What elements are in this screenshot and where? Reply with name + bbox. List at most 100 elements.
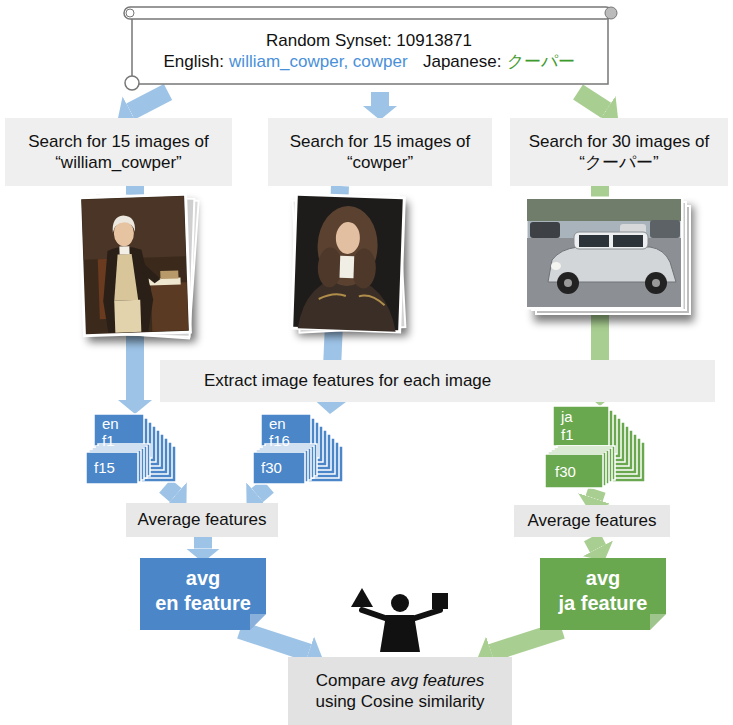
feature-label: f16 — [269, 432, 290, 449]
avg-feature-card-text: avg — [586, 567, 620, 589]
flow-arrow — [130, 92, 168, 112]
balance-person-icon-part — [362, 610, 440, 619]
compare-box-text: using Cosine similarity — [315, 692, 484, 711]
feature-label: en — [102, 415, 119, 432]
portrait-photo-part — [292, 194, 405, 332]
avg-feature-card: avg en feature — [140, 558, 266, 630]
step-label: Average features — [126, 503, 278, 537]
compare-box: Compare avg features using Cosine similari… — [288, 657, 512, 725]
balance-person-icon-part — [432, 593, 448, 609]
flow-arrow — [165, 486, 176, 495]
search-box-text: Search for 15 images of “cowper” — [290, 132, 470, 172]
feature-card — [86, 452, 138, 484]
synset-scroll-text: English: — [164, 52, 224, 71]
synset-scroll-text: william_cowper, cowper — [229, 52, 408, 71]
step-bar: Extract image features for each image — [160, 360, 715, 402]
car-photo — [526, 198, 694, 322]
car-photo-part — [652, 279, 660, 287]
portrait-photo-part — [160, 270, 178, 279]
portrait-photo-part — [335, 222, 360, 255]
feature-label: en — [269, 415, 286, 432]
feature-label: f1 — [102, 432, 115, 449]
scroll-roll — [124, 7, 612, 19]
feature-card-body — [540, 558, 666, 630]
portrait-photo-part — [339, 256, 354, 278]
balance-person-icon-part — [351, 588, 373, 607]
flow-arrow — [491, 630, 562, 653]
balance-person-icon — [351, 588, 448, 652]
compare-box-text: Compare — [316, 671, 386, 690]
car-photo-part — [527, 199, 681, 221]
feature-label: f1 — [561, 426, 574, 443]
car-photo-part — [564, 279, 572, 287]
portrait-photo-part — [351, 248, 376, 289]
portrait-photo-part — [119, 246, 129, 254]
car-photo-part — [650, 220, 680, 238]
portrait-photo-part — [319, 294, 385, 306]
compare-box-text: avg features — [391, 671, 485, 690]
portrait-photo-part — [138, 261, 161, 284]
portrait-photo-part — [80, 194, 191, 336]
scroll-curl — [125, 76, 139, 90]
step-label-text: Average features — [137, 510, 266, 529]
portrait-photo-part — [292, 194, 405, 332]
scroll-body — [132, 14, 608, 84]
feature-stack: jaf1 f30 — [545, 406, 653, 490]
step-bar-text: Extract image features for each image — [204, 371, 491, 390]
flow-arrow — [240, 630, 309, 653]
car-photo-part — [557, 272, 579, 294]
feature-card-fold — [250, 614, 266, 630]
search-box: Search for 30 images of “クーパー” — [510, 118, 728, 186]
step-label-text: Average features — [527, 511, 656, 530]
feature-card-fold — [650, 614, 666, 630]
search-box-text: Search for 30 images of “クーパー” — [529, 132, 709, 172]
synset-scroll-text: Random Synset: 10913871 — [266, 31, 472, 50]
scroll-roll-end — [605, 7, 617, 19]
flow-arrow — [578, 92, 606, 110]
portrait-photo-part — [112, 215, 135, 233]
portrait-photo-part — [80, 194, 191, 336]
synset-scroll-text: クーパー — [507, 52, 575, 71]
portrait-photo — [80, 194, 199, 342]
avg-feature-card-text: en feature — [155, 592, 251, 614]
feature-label: f30 — [261, 459, 282, 476]
avg-feature-card: avg ja feature — [540, 558, 666, 630]
scroll-roll-end — [126, 9, 134, 17]
flow-arrow — [592, 537, 598, 548]
car-photo-part — [530, 222, 560, 238]
search-box-text: Search for 15 images of “william_cowper” — [28, 132, 208, 172]
avg-feature-card-text: ja feature — [559, 592, 648, 614]
synset-scroll-text: Japanese: — [423, 52, 501, 71]
car-photo-part — [645, 272, 667, 294]
flow-arrow — [371, 92, 389, 106]
search-box: Search for 15 images of “william_cowper” — [5, 118, 232, 186]
step-label: Average features — [514, 505, 670, 537]
portrait-photo-part — [151, 282, 189, 331]
car-photo-part — [526, 198, 682, 308]
flow-arrow — [257, 486, 268, 495]
avg-feature-card-text: avg — [186, 567, 220, 589]
feature-label: f15 — [94, 459, 115, 476]
feature-card — [553, 406, 609, 446]
feature-label: ja — [561, 408, 573, 425]
flow-arrow — [594, 490, 597, 498]
feature-stack: enf16 f30 — [253, 414, 351, 486]
feature-card — [545, 454, 603, 488]
portrait-photo-part — [101, 246, 154, 333]
portrait-photo-part — [317, 247, 342, 288]
synset-scroll: Random Synset: 10913871English: william_c… — [118, 4, 620, 92]
search-box: Search for 15 images of “cowper” — [268, 118, 492, 186]
feature-label: f30 — [555, 463, 576, 480]
car-photo-part — [551, 262, 561, 270]
feature-stack: enf1 f15 — [86, 414, 184, 486]
car-photo-part — [574, 232, 648, 249]
car-photo-part — [613, 235, 643, 247]
feature-card — [253, 452, 305, 484]
portrait-photo-part — [114, 300, 141, 333]
balance-person-icon-part — [391, 594, 409, 612]
portrait-photo — [292, 194, 408, 336]
portrait-photo-part — [113, 254, 139, 301]
car-photo-part — [579, 235, 609, 247]
feature-card-body — [140, 558, 266, 630]
flow-arrow — [194, 537, 212, 549]
